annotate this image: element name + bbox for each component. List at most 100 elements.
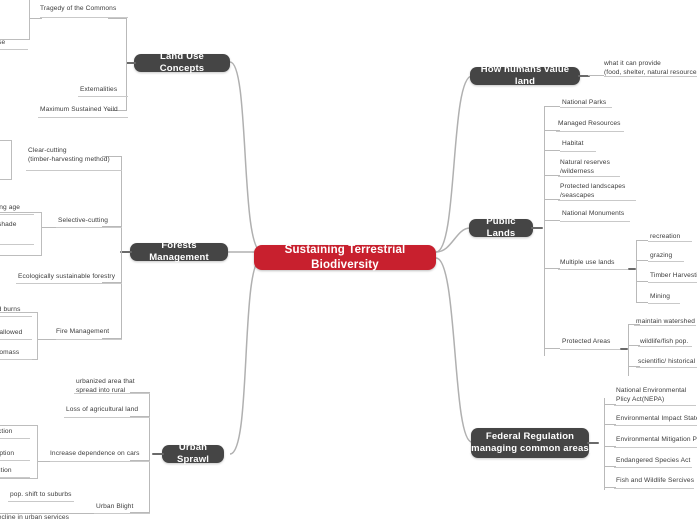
bracket — [0, 513, 94, 514]
branch-stub — [578, 75, 590, 77]
leaf-label: Fish and Wildlife Sercives — [616, 477, 695, 484]
leaf-underline — [558, 176, 620, 177]
branch-how-humans-value-land-label: How humans value land — [480, 64, 570, 87]
leaf-label: th-shade ies — [0, 221, 17, 228]
leaf-underline — [636, 367, 697, 368]
branch-public-lands[interactable]: Public Lands — [469, 216, 533, 239]
bracket — [108, 18, 127, 19]
branch-how-humans-value-land[interactable]: How humans value land — [470, 64, 580, 87]
bracket — [544, 106, 560, 107]
leaf-label: National Environmental Plicy Act(NEPA) — [616, 387, 687, 404]
leaf-label: Fire Management — [56, 328, 110, 335]
leaf-label: Environmental Impact Statem — [616, 415, 697, 422]
leaf-underline — [560, 349, 620, 350]
leaf-label: Multiple use lands — [560, 259, 615, 266]
bracket — [38, 339, 56, 340]
center-node[interactable]: Sustaining Terrestrial Biodiversity — [254, 244, 436, 271]
bracket — [130, 416, 150, 417]
leaf-label: maintain watershed — [636, 318, 695, 325]
leaf-underline — [558, 269, 628, 270]
leaf-underline — [0, 339, 32, 340]
bracket — [102, 282, 122, 283]
leaf-underline — [0, 359, 32, 360]
branch-land-use-concepts[interactable]: Land Use Concepts — [134, 51, 230, 74]
leaf-label: Managed Resources — [558, 120, 621, 127]
leaf-underline — [614, 405, 696, 406]
leaf-label: Ecologically sustainable forestry — [18, 273, 116, 280]
branch-stub — [587, 442, 599, 444]
leaf-underline — [38, 117, 128, 118]
leaf-label: Loss of agricultural land — [66, 406, 139, 413]
branch-urban-sprawl[interactable]: Urban Sprawl — [162, 442, 224, 465]
leaf-label: Habitat — [562, 140, 584, 147]
subgroup-box — [0, 0, 30, 40]
leaf-label: urbanized area that spread into rural — [76, 378, 135, 395]
bracket — [604, 398, 605, 490]
leaf-label: Tragedy of the Commons — [40, 5, 117, 12]
bracket — [130, 512, 150, 513]
branch-forests-management[interactable]: Forests Management — [130, 240, 228, 263]
leaf-label: Maximum Sustained Yeild — [40, 106, 118, 113]
center-node-label: Sustaining Terrestrial Biodiversity — [284, 244, 406, 271]
leaf-label: s allowed — [0, 329, 23, 336]
leaf-label: scientific/ historical sig — [638, 358, 696, 365]
leaf-underline — [560, 107, 612, 108]
leaf-label: decline in urban services — [0, 514, 70, 521]
leaf-label: Urban Blight — [96, 503, 134, 510]
bracket — [628, 324, 629, 376]
bracket — [42, 227, 56, 228]
bracket — [102, 156, 122, 157]
leaf-underline — [40, 17, 128, 18]
leaf-label: Selective-cutting — [58, 217, 109, 224]
leaf-label: what it can provide (food, shelter, natu… — [604, 60, 697, 77]
leaf-underline — [0, 244, 34, 245]
leaf-underline — [48, 461, 150, 462]
subgroup-box — [0, 425, 38, 479]
leaf-underline — [0, 49, 28, 50]
leaf-label: ruse — [0, 39, 6, 46]
bracket — [604, 466, 616, 467]
leaf-underline — [614, 447, 697, 448]
leaf-label: Environmental Mitigation Pla — [616, 436, 697, 443]
leaf-underline — [604, 76, 697, 77]
branch-federal-regulation-label: Federal Regulation (managing common area… — [467, 431, 593, 454]
bracket — [604, 446, 616, 447]
bracket — [102, 226, 122, 227]
leaf-label: National Monuments — [562, 210, 625, 217]
leaf-underline — [558, 200, 636, 201]
branch-land-use-concepts-label: Land Use Concepts — [159, 51, 205, 74]
leaf-label: Protected Areas — [562, 338, 611, 345]
leaf-label: wildlife/fish pop. — [640, 338, 689, 345]
leaf-label: biomass — [0, 349, 20, 356]
leaf-underline — [56, 227, 122, 228]
leaf-label: ollution — [0, 467, 12, 474]
branch-federal-regulation[interactable]: Federal Regulation (managing common area… — [467, 428, 593, 458]
leaf-label: Natural reserves /wilderness — [560, 159, 610, 176]
branch-stub — [152, 453, 164, 455]
leaf-label: grazing — [650, 252, 673, 259]
bracket — [636, 240, 648, 241]
leaf-underline — [94, 513, 150, 514]
leaf-underline — [648, 303, 680, 304]
bracket — [108, 110, 127, 111]
branch-urban-sprawl-label: Urban Sprawl — [176, 442, 210, 465]
leaf-underline — [0, 477, 30, 478]
branch-stub — [628, 268, 636, 270]
leaf-underline — [78, 96, 128, 97]
leaf-label: recreation — [650, 233, 681, 240]
leaf-label: Endangered Species Act — [616, 457, 691, 464]
leaf-label: Protected landscapes /seascapes — [560, 183, 626, 200]
leaf-label: ed burns — [0, 306, 21, 313]
bracket — [544, 199, 560, 200]
branch-stub — [531, 227, 543, 229]
leaf-label: Externalities — [80, 86, 118, 93]
subgroup-box — [0, 140, 12, 180]
branch-stub — [126, 62, 136, 64]
leaf-underline — [0, 316, 32, 317]
leaf-underline — [0, 214, 34, 215]
bracket — [544, 348, 560, 349]
bracket — [30, 18, 42, 19]
branch-stub — [120, 251, 132, 253]
leaf-underline — [614, 425, 697, 426]
